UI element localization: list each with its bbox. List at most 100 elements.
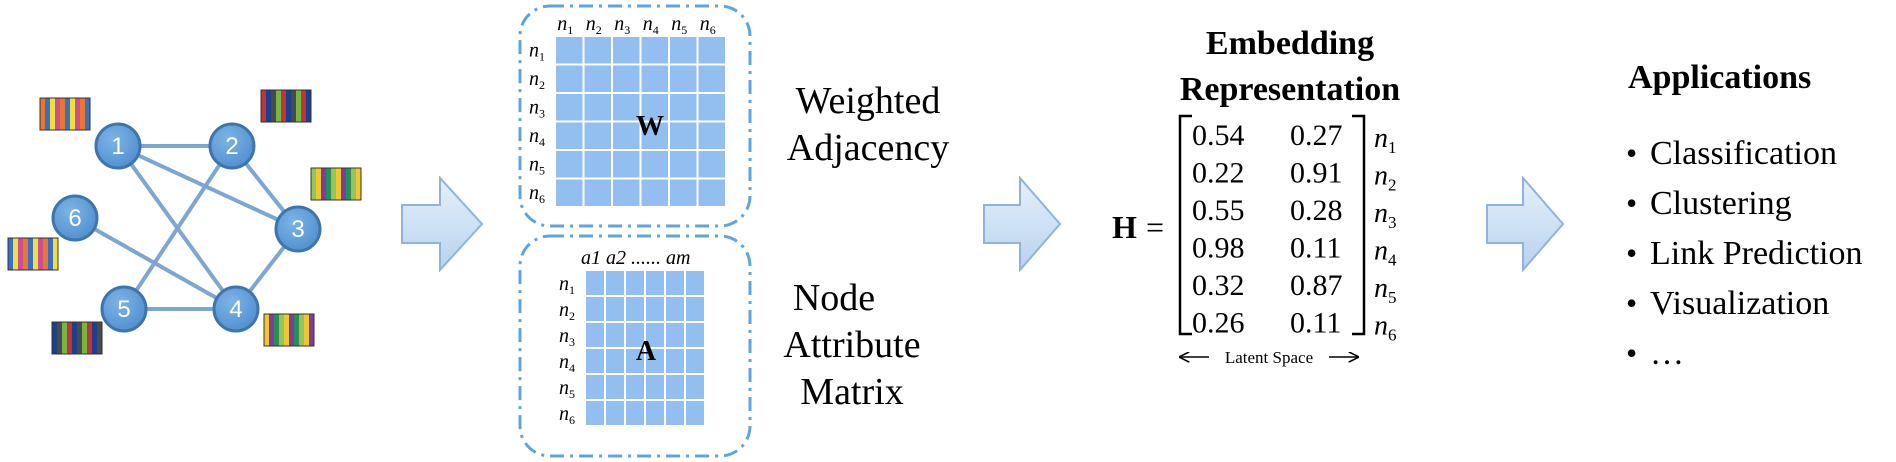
attribute-stripe [341, 168, 346, 200]
node-circle [208, 122, 256, 170]
attribute-stripe [40, 98, 45, 130]
matrix-w-row-n5: n5 [529, 153, 545, 177]
process-arrow-1 [401, 175, 484, 273]
applications-title: Applications [1628, 59, 1811, 96]
applications-list: Applications •Classification•Clustering•… [1626, 59, 1862, 372]
attribute-stripe [289, 314, 294, 346]
attribute-stripe [8, 238, 13, 270]
graph-node-4: 4 [212, 285, 260, 333]
application-items: •Classification•Clustering•Link Predicti… [1626, 135, 1862, 372]
application-item: •Link Prediction [1626, 235, 1862, 272]
attribute-stripe [306, 90, 311, 122]
matrix-a-row-n1: n1 [559, 273, 575, 297]
equals-sign: = [1146, 209, 1164, 245]
matrix-a-row-n4: n4 [559, 351, 575, 375]
attribute-bar-frame [7, 237, 59, 271]
graph-node-2: 2 [208, 122, 256, 170]
attribute-stripe [43, 238, 48, 270]
graph-edges [74, 144, 300, 311]
attribute-bar-6 [263, 313, 315, 347]
right-arrow-icon [1486, 175, 1565, 273]
node-label: 2 [225, 133, 238, 160]
axis-label-background [1209, 346, 1329, 368]
embedding-value: 0.28 [1290, 194, 1343, 227]
attribute-bars [7, 89, 362, 355]
attribute-stripe [77, 322, 82, 354]
attribute-bar-frame [51, 321, 103, 355]
matrix-w-col-n5: n5 [671, 13, 687, 37]
node-label: 6 [68, 205, 81, 232]
matrix-a-row-n6: n6 [559, 403, 575, 427]
attribute-stripe [75, 98, 80, 130]
embedding-row-n1: 0.54 0.27 n1 [1192, 119, 1397, 157]
embedding-value: 0.91 [1290, 157, 1343, 190]
graph-node-1: 1 [94, 122, 142, 170]
node-label: 3 [291, 216, 304, 243]
matrix-a-label: A [636, 336, 657, 367]
graph-node-5: 5 [100, 285, 148, 333]
matrix-w-row-n1: n1 [529, 39, 545, 63]
embedding-value: 0.32 [1192, 269, 1245, 302]
attribute-stripe [67, 322, 72, 354]
attribute-stripe [57, 322, 62, 354]
embedding-node-label: n1 [1374, 123, 1397, 157]
embedding-value: 0.54 [1192, 119, 1245, 152]
attribute-stripe [13, 238, 18, 270]
attribute-bar-frame [310, 167, 362, 201]
node-label: 4 [229, 296, 242, 323]
attribute-stripe [309, 314, 314, 346]
embedding-value: 0.26 [1192, 307, 1245, 340]
matrix-w-cells [554, 35, 727, 208]
attribute-stripe [264, 314, 269, 346]
attribute-stripe [62, 322, 67, 354]
attribute-stripe [87, 322, 92, 354]
embedding-value: 0.27 [1290, 119, 1343, 152]
matrix-w-col-n6: n6 [700, 13, 716, 37]
attribute-stripe [45, 98, 50, 130]
application-item: •Classification [1626, 135, 1837, 172]
attribute-stripe [291, 90, 296, 122]
embedding-lhs: H [1112, 209, 1137, 245]
embedding-node-label: n4 [1374, 236, 1397, 270]
node-label: 1 [111, 133, 124, 160]
node-circle [274, 205, 322, 253]
attribute-stripe [299, 314, 304, 346]
embedding-value: 0.55 [1192, 194, 1245, 227]
attribute-stripe [311, 168, 316, 200]
dashed-border [518, 4, 752, 228]
application-item: •… [1626, 335, 1684, 372]
matrix-w-row-n2: n2 [529, 68, 545, 92]
attribute-stripe [346, 168, 351, 200]
matrix-a-caption-line-3: Matrix [800, 371, 903, 413]
embedding-value: 0.11 [1290, 232, 1341, 265]
process-arrow-2 [983, 175, 1062, 273]
attribute-stripe [321, 168, 326, 200]
attribute-stripe [28, 238, 33, 270]
attribute-stripe [266, 90, 271, 122]
latent-space-label: Latent Space [1225, 348, 1313, 367]
matrix-w-row-n6: n6 [529, 182, 545, 206]
graph-edge-4-6 [74, 216, 237, 311]
attribute-stripe [296, 90, 301, 122]
attribute-stripe [80, 98, 85, 130]
embedding-node-label: n3 [1374, 198, 1397, 232]
attribute-stripe [82, 322, 87, 354]
attribute-stripe [301, 90, 306, 122]
attribute-stripe [23, 238, 28, 270]
attribute-stripe [326, 168, 331, 200]
attribute-stripe [48, 238, 53, 270]
bullet: • [1626, 135, 1637, 171]
embedding-title-line-2: Representation [1180, 71, 1400, 108]
attribute-stripe [294, 314, 299, 346]
node-circle [51, 194, 99, 242]
right-arrow-icon [983, 175, 1062, 273]
attribute-bar-4 [7, 237, 59, 271]
graph-node-3: 3 [274, 205, 322, 253]
